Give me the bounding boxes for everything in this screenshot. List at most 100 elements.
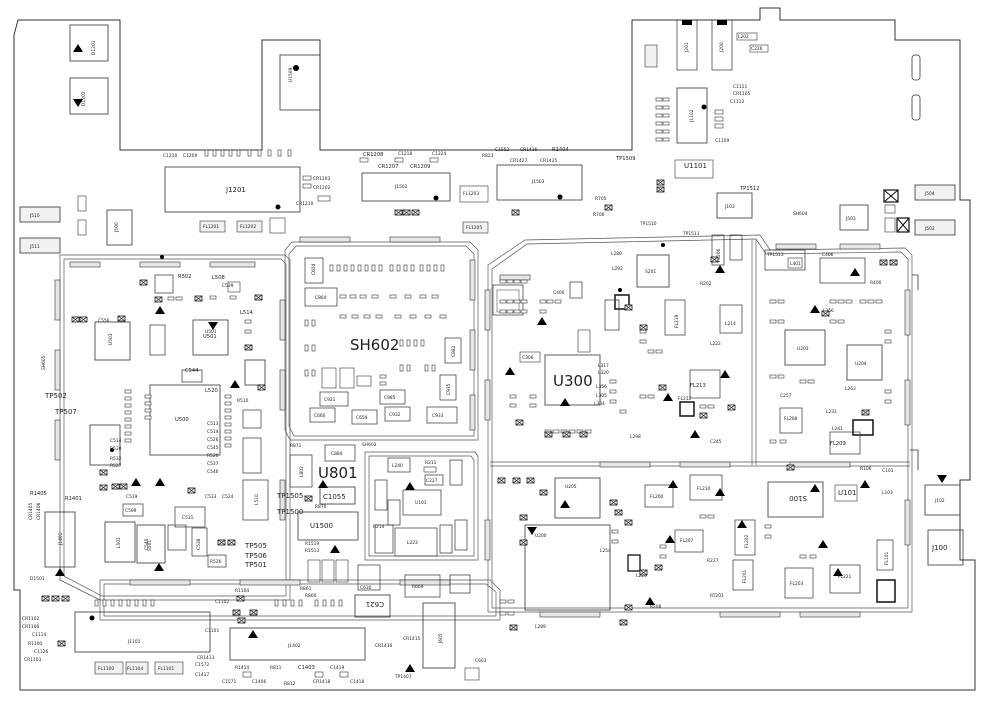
svg-text:L304: L304 xyxy=(594,401,605,407)
svg-text:D1201: D1201 xyxy=(91,40,97,55)
svg-text:L202: L202 xyxy=(738,34,749,40)
svg-text:L356: L356 xyxy=(596,384,607,390)
svg-text:U204: U204 xyxy=(855,361,867,367)
s100-body xyxy=(767,481,824,518)
svg-text:L305: L305 xyxy=(596,393,607,399)
j103-body xyxy=(716,192,753,219)
svg-text:C1126: C1126 xyxy=(34,649,48,655)
svg-text:L263: L263 xyxy=(845,386,856,392)
shield-wall-segments xyxy=(54,236,911,618)
svg-text:TP501: TP501 xyxy=(244,561,267,569)
svg-text:U500: U500 xyxy=(175,417,189,423)
svg-text:J1101: J1101 xyxy=(127,639,141,645)
svg-text:C306: C306 xyxy=(522,355,534,361)
svg-text:L103: L103 xyxy=(882,490,893,496)
svg-text:R214: R214 xyxy=(373,524,385,530)
fl207-body xyxy=(674,529,704,553)
svg-text:C864: C864 xyxy=(315,295,327,301)
svg-text:C1403: C1403 xyxy=(298,665,315,671)
r502-label: R502 xyxy=(178,274,192,280)
j1201-label: J1201 xyxy=(225,186,246,194)
svg-text:TP506: TP506 xyxy=(244,552,267,560)
c1209-label: C1209 xyxy=(183,153,197,159)
svg-text:FL221: FL221 xyxy=(838,574,852,580)
svg-text:U501: U501 xyxy=(203,334,217,340)
sh602-label: SH602 xyxy=(350,336,399,354)
svg-text:C537: C537 xyxy=(207,461,219,467)
svg-text:R706: R706 xyxy=(593,212,605,218)
svg-text:CR1208: CR1208 xyxy=(363,152,383,158)
svg-text:C531: C531 xyxy=(182,515,194,521)
svg-text:C524: C524 xyxy=(222,494,234,500)
svg-text:J1502: J1502 xyxy=(394,184,408,190)
svg-text:L292: L292 xyxy=(612,266,623,272)
svg-text:FL213: FL213 xyxy=(690,383,706,389)
svg-text:SH604: SH604 xyxy=(793,211,808,217)
svg-text:C1109: C1109 xyxy=(715,138,729,144)
svg-text:CR1426: CR1426 xyxy=(520,147,537,153)
j510-body xyxy=(19,206,61,223)
j1503-body xyxy=(496,164,583,201)
svg-text:TP1407: TP1407 xyxy=(394,674,412,680)
svg-text:FL201: FL201 xyxy=(742,569,748,583)
svg-text:R860: R860 xyxy=(305,593,317,599)
svg-text:C882: C882 xyxy=(451,345,457,357)
svg-text:CR1425: CR1425 xyxy=(540,158,557,164)
svg-text:FL101: FL101 xyxy=(884,551,890,565)
svg-text:CR1415: CR1415 xyxy=(403,636,420,642)
svg-text:C1111: C1111 xyxy=(733,84,747,90)
svg-text:C226: C226 xyxy=(751,46,763,52)
svg-text:C1101: C1101 xyxy=(205,628,219,634)
j502-body xyxy=(914,219,956,236)
svg-text:FL210: FL210 xyxy=(697,486,711,492)
svg-text:CR1406: CR1406 xyxy=(36,503,42,520)
svg-text:C935: C935 xyxy=(446,383,452,395)
tp502-label: TP502 xyxy=(44,392,67,400)
c621-body xyxy=(354,594,391,618)
svg-text:C519: C519 xyxy=(126,494,138,500)
svg-text:J504: J504 xyxy=(924,191,935,197)
top-right-caps xyxy=(655,97,670,142)
j504-body xyxy=(914,184,956,201)
svg-text:FL209: FL209 xyxy=(830,441,846,447)
board-outline xyxy=(13,7,976,691)
svg-text:C533: C533 xyxy=(205,494,217,500)
svg-text:R870: R870 xyxy=(315,504,327,510)
svg-text:FL208: FL208 xyxy=(784,416,798,422)
svg-text:L214: L214 xyxy=(725,321,736,327)
u500-body xyxy=(149,384,221,456)
svg-text:L401: L401 xyxy=(790,261,801,267)
svg-text:FL212: FL212 xyxy=(678,396,692,402)
d1201 xyxy=(69,24,109,62)
d1202 xyxy=(69,77,109,115)
svg-text:C660: C660 xyxy=(314,413,326,419)
svg-text:J502: J502 xyxy=(924,226,935,232)
svg-text:J200: J200 xyxy=(719,42,725,53)
svg-text:R1100: R1100 xyxy=(28,641,42,647)
svg-text:C257: C257 xyxy=(780,393,792,399)
svg-text:FL200: FL200 xyxy=(650,494,664,500)
u204-body xyxy=(846,344,883,381)
sh603-label: SH603 xyxy=(362,442,377,448)
j1401-body xyxy=(44,511,76,568)
svg-text:FL202: FL202 xyxy=(744,534,750,548)
svg-text:C921: C921 xyxy=(324,397,336,403)
svg-text:C540: C540 xyxy=(144,538,150,550)
cr1203-label: CR1203 xyxy=(313,176,330,182)
svg-text:CR1418: CR1418 xyxy=(313,679,330,685)
svg-text:FL206: FL206 xyxy=(716,248,722,262)
svg-text:C1112: C1112 xyxy=(730,99,744,105)
svg-text:L320: L320 xyxy=(598,370,609,376)
svg-text:CR1416: CR1416 xyxy=(375,643,392,649)
svg-text:C1055: C1055 xyxy=(323,493,346,501)
u502-body xyxy=(244,359,266,386)
svg-text:C1418: C1418 xyxy=(350,679,364,685)
svg-text:CR1106: CR1106 xyxy=(22,624,39,630)
svg-text:R400: R400 xyxy=(870,280,882,286)
svg-text:L508: L508 xyxy=(212,275,225,281)
svg-text:R106: R106 xyxy=(860,466,872,472)
svg-text:C406: C406 xyxy=(822,252,834,258)
j511-body xyxy=(19,237,61,254)
fl203-body xyxy=(784,567,814,599)
